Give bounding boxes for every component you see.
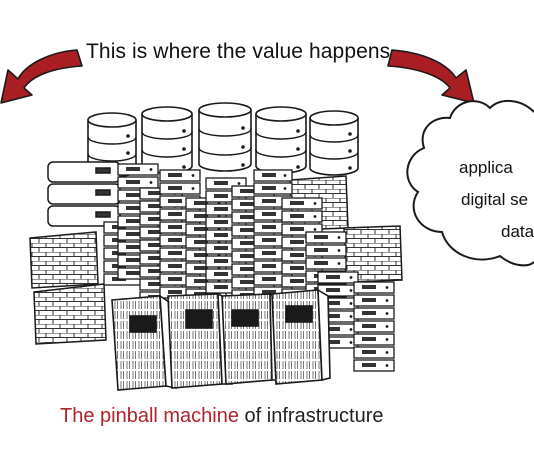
rack-unit — [117, 176, 159, 189]
firewall-icon — [29, 231, 99, 289]
cloud-text-line: applica — [459, 158, 513, 177]
rack-unit — [353, 320, 395, 333]
rack-unit — [317, 271, 359, 284]
rack-unit — [205, 177, 247, 190]
rack-unit — [305, 231, 347, 244]
database-icon — [198, 102, 252, 172]
rack-unit — [353, 346, 395, 359]
rack-unit — [159, 182, 201, 195]
database-icon — [255, 106, 307, 174]
rack-unit — [253, 169, 293, 182]
rack-unit — [281, 197, 323, 210]
cloud-icon — [406, 100, 534, 267]
rack-unit — [117, 163, 159, 176]
caption-accent: The pinball machine — [60, 405, 239, 427]
cloud-text-line: data — [501, 222, 534, 241]
tower-server-group — [111, 288, 331, 391]
caption: The pinball machine of infrastructure — [60, 405, 384, 428]
firewall-icon — [33, 283, 107, 345]
rack-unit — [353, 294, 395, 307]
caption-rest: of infrastructure — [239, 405, 384, 427]
rack-unit-group — [103, 163, 395, 372]
rack-unit — [253, 182, 293, 195]
server-rack-icon — [271, 288, 331, 385]
server-rack-icon — [111, 294, 177, 391]
rack-unit — [281, 223, 323, 236]
database-icon — [309, 110, 359, 176]
rack-unit — [305, 257, 347, 270]
server-stack-left — [47, 161, 121, 227]
rack-unit — [281, 210, 323, 223]
rack-unit — [353, 307, 395, 320]
rack-unit — [353, 333, 395, 346]
rack-unit — [305, 244, 347, 257]
headline-text: This is where the value happens — [86, 40, 391, 63]
firewall-group — [29, 175, 403, 345]
rack-unit — [353, 359, 395, 372]
curved-arrow-left-icon — [0, 49, 83, 104]
cloud-text-line: digital se — [461, 190, 529, 209]
curved-arrow-right-icon — [387, 49, 475, 104]
rack-unit — [159, 169, 201, 182]
database-icon — [141, 106, 193, 174]
rack-unit — [353, 281, 395, 294]
